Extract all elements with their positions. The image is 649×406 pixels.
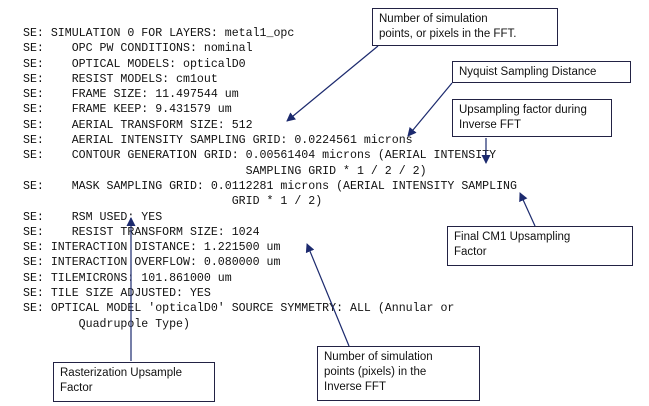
log-line: SE: RESIST MODELS: cm1out [23,72,218,86]
callout-line: points, or pixels in the FFT. [379,28,517,40]
log-line: SAMPLING GRID * 1 / 2 / 2) [23,164,427,178]
log-line: SE: RSM USED: YES [23,210,163,224]
log-line: SE: MASK SAMPLING GRID: 0.0112281 micron… [23,179,517,193]
log-line: SE: INTERACTION OVERFLOW: 0.080000 um [23,256,281,270]
callout-line: Rasterization Upsample [60,367,183,379]
callout-line: Nyquist Sampling Distance [459,66,597,78]
log-line: SE: OPTICAL MODEL 'opticalD0' SOURCE SYM… [23,302,455,316]
log-line: SE: OPTICAL MODELS: opticalD0 [23,57,246,71]
log-line: SE: OPC PW CONDITIONS: nominal [23,42,253,56]
log-line: Quadrupole Type) [23,317,190,331]
log-line: SE: AERIAL TRANSFORM SIZE: 512 [23,118,253,132]
log-line: SE: TILEMICRONS: 101.861000 um [23,271,232,285]
callout-fft-points: Number of simulation points, or pixels i… [372,8,558,46]
callout-line: Inverse FFT [324,381,386,393]
callout-line: Factor [454,246,487,258]
callout-upsampling-inverse: Upsampling factor during Inverse FFT [452,99,612,137]
log-line: SE: CONTOUR GENERATION GRID: 0.00561404 … [23,149,497,163]
log-line: SE: FRAME KEEP: 9.431579 um [23,103,232,117]
log-line: SE: RESIST TRANSFORM SIZE: 1024 [23,225,260,239]
callout-final-cm1: Final CM1 Upsampling Factor [447,226,633,266]
log-line: SE: FRAME SIZE: 11.497544 um [23,88,239,102]
log-line: SE: TILE SIZE ADJUSTED: YES [23,287,211,301]
log-line: GRID * 1 / 2) [23,195,323,209]
callout-line: Number of simulation [324,351,433,363]
callout-inverse-points: Number of simulation points (pixels) in … [317,346,480,401]
callout-line: Final CM1 Upsampling [454,231,571,243]
callout-line: Number of simulation [379,13,488,25]
callout-line: points (pixels) in the [324,366,427,378]
callout-line: Inverse FFT [459,119,521,131]
callout-rasterization: Rasterization Upsample Factor [53,362,215,402]
log-line: SE: INTERACTION DISTANCE: 1.221500 um [23,241,281,255]
arrow-final-cm1 [519,192,536,227]
log-line: SE: SIMULATION 0 FOR LAYERS: metal1_opc [23,27,295,40]
log-line: SE: AERIAL INTENSITY SAMPLING GRID: 0.02… [23,134,413,148]
callout-line: Factor [60,382,93,394]
callout-nyquist: Nyquist Sampling Distance [452,61,631,83]
callout-line: Upsampling factor during [459,104,587,116]
